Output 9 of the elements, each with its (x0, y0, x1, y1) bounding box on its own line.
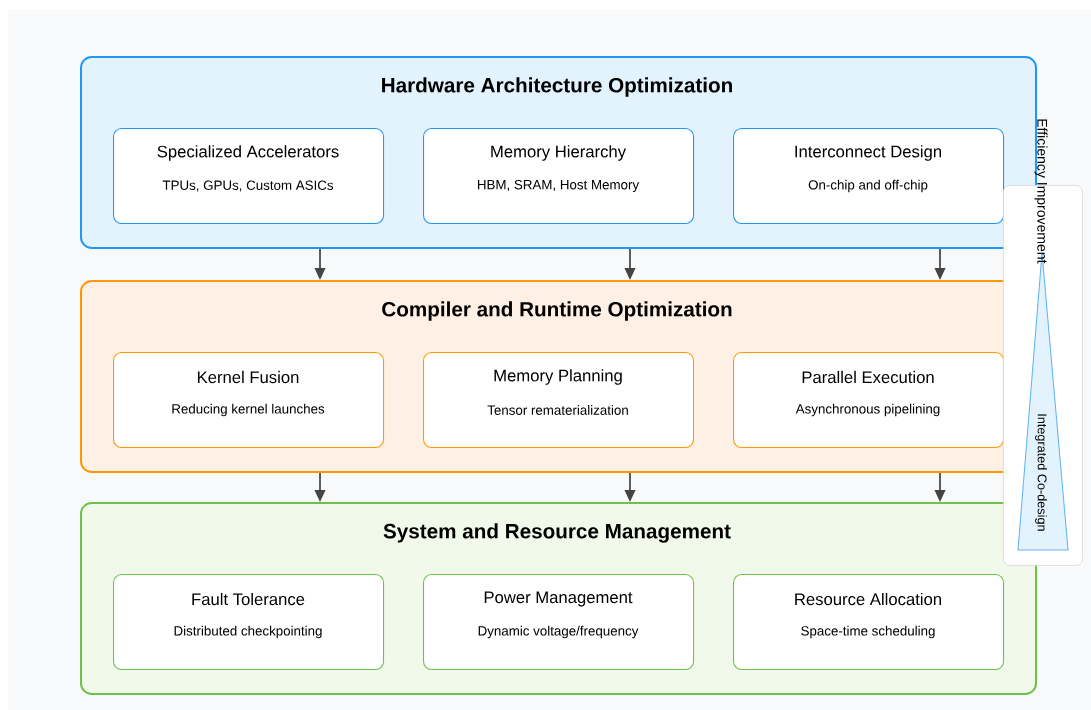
component-box: Memory Hierarchy HBM, SRAM, Host Memory (423, 128, 695, 225)
component-box: Interconnect Design On-chip and off-chip (733, 128, 1005, 225)
component-box: Resource Allocation Space-time scheduling (733, 574, 1005, 671)
component-box: Parallel Execution Asynchronous pipelining (733, 352, 1005, 449)
component-box: Fault Tolerance Distributed checkpointing (113, 574, 385, 671)
component-box: Memory Planning Tensor rematerialization (423, 352, 695, 449)
component-box: Power Management Dynamic voltage/frequency (423, 574, 695, 671)
component-box: Specialized Accelerators TPUs, GPUs, Custom ASICs (113, 128, 385, 225)
component-box: Kernel Fusion Reducing kernel launches (113, 352, 385, 449)
